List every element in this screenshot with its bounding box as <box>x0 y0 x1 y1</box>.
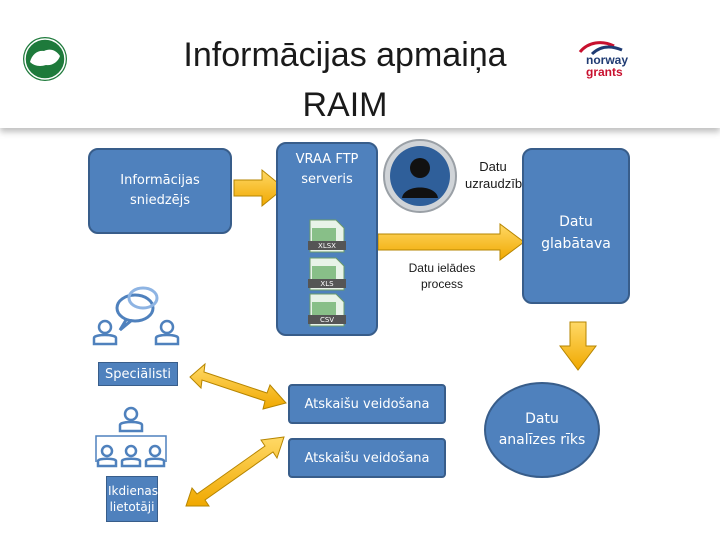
daily-users-people-icon <box>95 406 167 468</box>
norway-grants-logo <box>578 40 628 61</box>
latvia-map-logo <box>22 36 68 87</box>
daily-users-label: Ikdienas lietotāji <box>106 476 158 522</box>
storage-label: Datu glabātava <box>541 214 611 252</box>
specialists-label: Speciālisti <box>98 362 178 386</box>
page-title: Informācijas apmaiņa RAIM <box>150 30 540 130</box>
storage-box: Datu glabātava <box>522 148 630 304</box>
specialists-people-icon <box>92 319 180 346</box>
ftp-label: VRAA FTP serveris <box>295 152 359 187</box>
loading-process-label: Datu ielādes process <box>408 261 476 291</box>
provider-box: Informācijas sniedzējs <box>88 148 232 234</box>
report-1-label: Atskaišu veidošana <box>304 396 430 412</box>
analysis-label: Datu analīzes rīks <box>498 411 586 448</box>
analysis-tool-box: Datu analīzes rīks <box>484 382 600 478</box>
report-box-1: Atskaišu veidošana <box>288 384 446 424</box>
supervision-user-icon <box>383 139 457 213</box>
arrow-to-storage <box>377 223 525 261</box>
supervision-label: Datu uzraudzība <box>465 159 530 191</box>
ftp-server-box: VRAA FTP serveris <box>276 142 378 336</box>
arrow-storage-to-analysis <box>559 321 597 371</box>
chat-bubbles-icon <box>115 286 159 332</box>
norway-grants-line-1: norway <box>586 53 629 67</box>
title-line-1: Informācijas apmaiņa <box>183 36 507 74</box>
arrow-users-reports <box>185 436 285 507</box>
arrow-specialists-reports <box>189 362 287 410</box>
title-line-2: RAIM <box>302 86 388 124</box>
provider-label: Informācijas sniedzējs <box>120 173 200 208</box>
report-box-2: Atskaišu veidošana <box>288 438 446 478</box>
norway-grants-line-2: grants <box>586 65 623 79</box>
norway-grants-text: norway grants <box>586 54 628 78</box>
report-2-label: Atskaišu veidošana <box>304 450 430 466</box>
header-bar <box>0 0 720 128</box>
